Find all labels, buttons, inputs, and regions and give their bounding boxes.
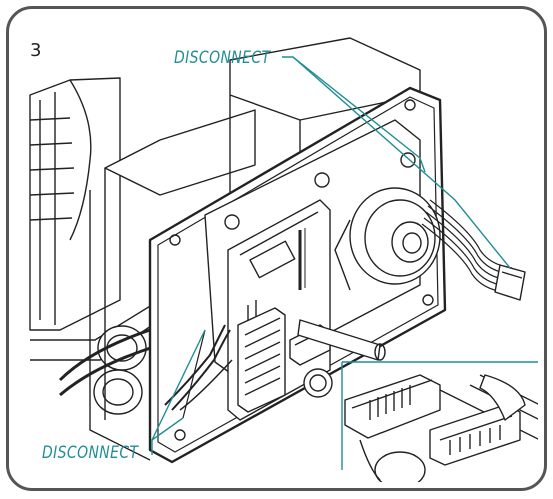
- shaft-pin: [297, 319, 386, 398]
- ribbon-cable: [421, 199, 526, 301]
- step-number: 3: [30, 40, 42, 61]
- gear-cylinder: [334, 187, 441, 291]
- bottom-leader-line-2: [151, 417, 184, 441]
- detail-inset: [341, 361, 538, 482]
- disconnect-callout-top: DISCONNECT: [174, 48, 271, 68]
- terminal-wires: [164, 324, 233, 419]
- disconnect-callout-bottom: DISCONNECT: [42, 443, 139, 463]
- motor-housing: [29, 77, 161, 415]
- top-leader-line: [282, 56, 511, 269]
- terminal-block: [237, 307, 286, 413]
- leader-lines: [151, 56, 511, 455]
- top-bracket: [89, 37, 421, 461]
- top-leader-line-2: [292, 56, 426, 173]
